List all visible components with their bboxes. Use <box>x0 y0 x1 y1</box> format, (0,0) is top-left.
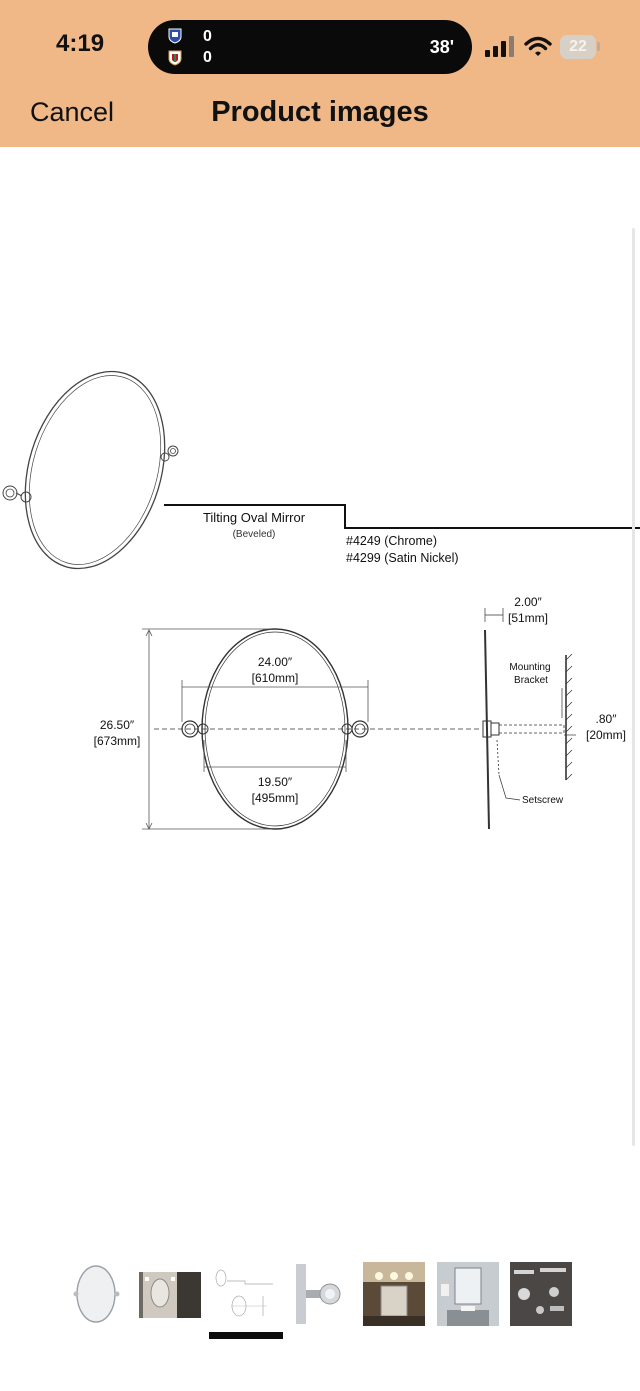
mirror-side-view <box>482 608 576 830</box>
bracket-dimension: .80″ <box>596 712 618 726</box>
team-crest-icon <box>168 50 182 66</box>
thumbnail-mirror-in-bathroom[interactable] <box>139 1262 201 1326</box>
inner-dimension-mm: [495mm] <box>252 791 299 805</box>
sku-satin-nickel-label: #4299 (Satin Nickel) <box>346 551 459 565</box>
thumbnail-vanity-lights-scene[interactable] <box>363 1262 425 1326</box>
mirror-perspective-drawing <box>2 370 179 570</box>
setscrew-label: Setscrew <box>522 795 564 806</box>
thumbnail-dimension-drawing[interactable] <box>213 1262 275 1326</box>
product-name-label: Tilting Oval Mirror <box>203 510 306 525</box>
battery-nub <box>597 42 600 51</box>
mounting-label: Mounting <box>509 662 550 673</box>
sku-chrome-label: #4249 (Chrome) <box>346 534 437 548</box>
bracket-dimension-mm: [20mm] <box>586 728 626 742</box>
height-dimension-mm: [673mm] <box>94 734 141 748</box>
vanity-scene-thumbnail-icon <box>363 1262 425 1326</box>
match-minute: 38' <box>429 37 454 57</box>
depth-dimension: 2.00″ <box>514 595 542 609</box>
bathroom-thumbnail-icon <box>139 1272 201 1318</box>
battery-indicator: 22 <box>560 35 596 59</box>
width-dimension: 24.00″ <box>258 655 293 669</box>
home-score: 0 <box>203 28 212 45</box>
depth-dimension-mm: [51mm] <box>508 611 548 625</box>
thumbnail-oval-mirror[interactable] <box>67 1262 129 1326</box>
signal-icon <box>485 36 514 57</box>
selected-thumbnail-indicator <box>209 1332 283 1339</box>
away-score: 0 <box>203 49 212 66</box>
thumbnail-strip <box>0 1262 640 1342</box>
status-time: 4:19 <box>56 30 105 57</box>
rectangular-mirror-thumbnail-icon <box>437 1262 499 1326</box>
thumbnail-bracket-closeup[interactable] <box>290 1262 352 1326</box>
product-image-viewer[interactable]: Tilting Oval Mirror (Beveled) #4249 (Chr… <box>0 147 640 1237</box>
mirror-front-view <box>154 628 480 830</box>
wifi-icon <box>524 36 552 56</box>
oval-mirror-thumbnail-icon <box>73 1265 120 1323</box>
inner-dimension: 19.50″ <box>258 775 293 789</box>
dimension-drawing-thumbnail-icon <box>213 1262 275 1326</box>
cancel-button[interactable]: Cancel <box>30 97 115 127</box>
bracket-thumbnail-icon <box>290 1262 352 1326</box>
image-scrollbar[interactable] <box>632 228 635 1146</box>
thumbnail-hardware-set[interactable] <box>510 1262 572 1326</box>
dimension-lines <box>142 628 369 830</box>
dimension-drawing: Tilting Oval Mirror (Beveled) #4249 (Chr… <box>2 370 640 830</box>
live-activity-island[interactable]: 0 0 38' <box>148 20 472 74</box>
hardware-set-thumbnail-icon <box>510 1262 572 1326</box>
top-header: 4:19 0 0 38' 22 Cancel Product images <box>0 0 640 147</box>
height-dimension: 26.50″ <box>100 718 135 732</box>
page-title: Product images <box>211 96 429 128</box>
leader-line <box>164 504 640 529</box>
team-crest-icon <box>168 28 182 44</box>
width-dimension-mm: [610mm] <box>252 671 299 685</box>
product-note-label: (Beveled) <box>233 529 276 540</box>
bracket-label: Bracket <box>514 675 548 686</box>
thumbnail-rectangular-mirror-scene[interactable] <box>437 1262 499 1326</box>
